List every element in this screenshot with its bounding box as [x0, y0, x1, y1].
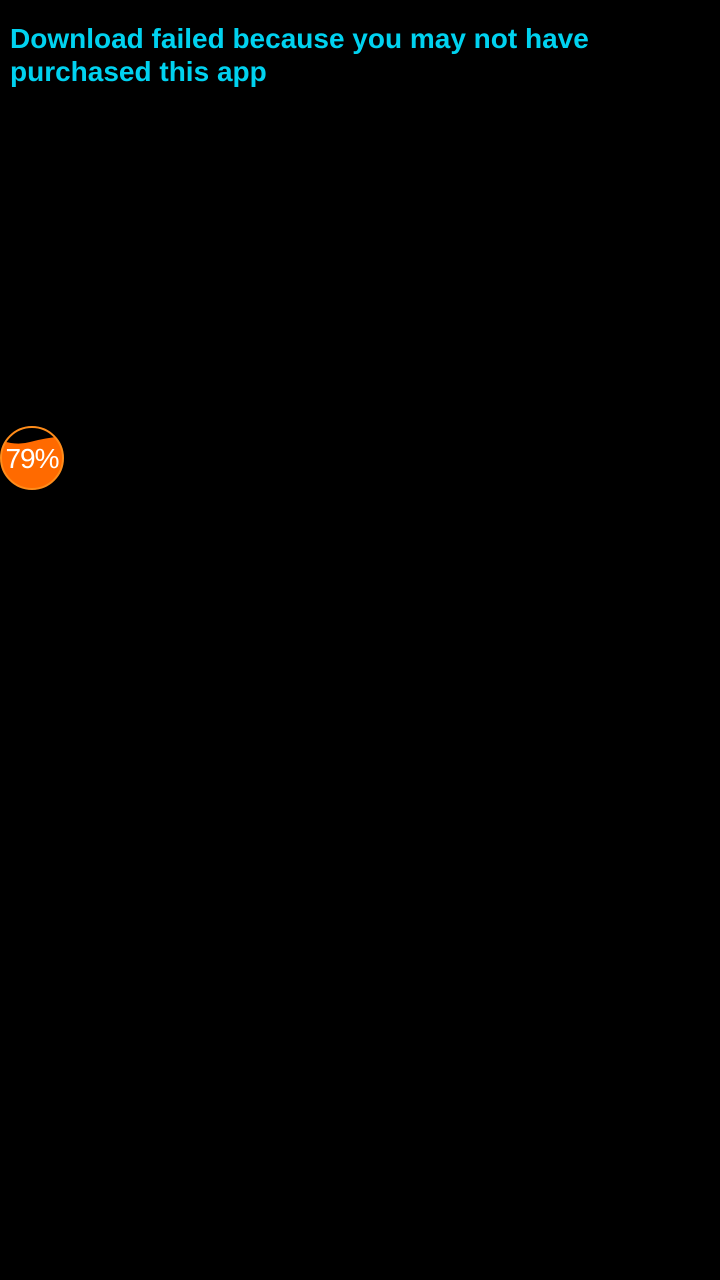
progress-ball-icon: [0, 426, 64, 490]
memory-boost-ball[interactable]: 79%: [0, 426, 64, 490]
progress-percent: 79%: [5, 443, 59, 474]
error-message: Download failed because you may not have…: [10, 23, 589, 87]
